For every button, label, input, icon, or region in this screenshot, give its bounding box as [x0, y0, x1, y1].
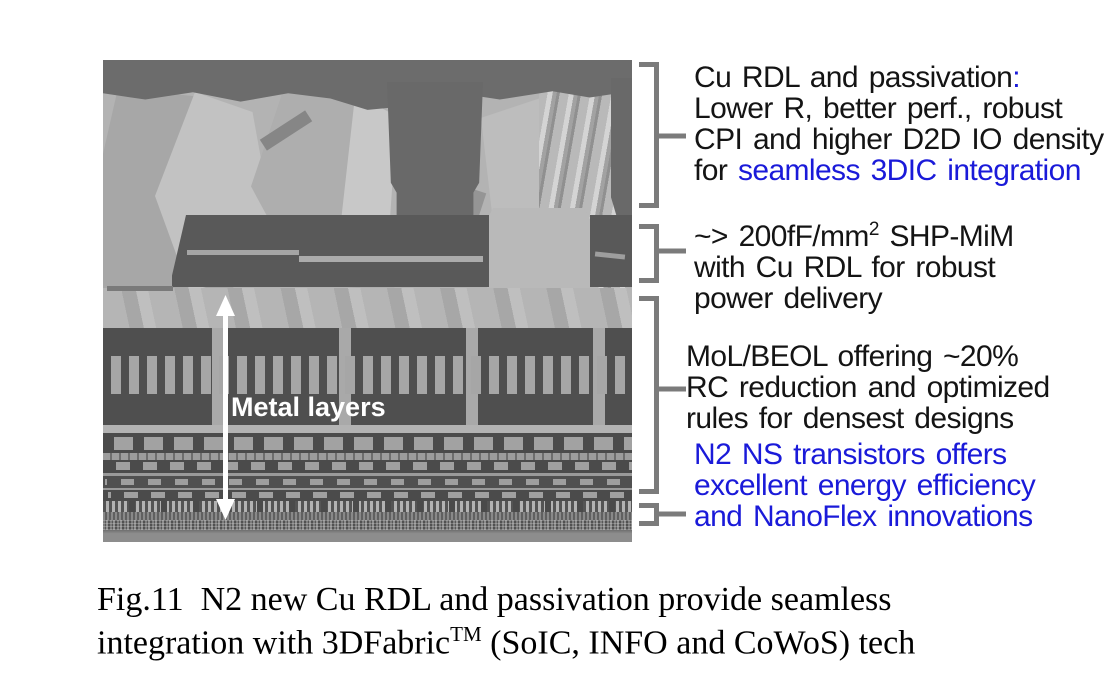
annotation-line: with Cu RDL for robust: [694, 251, 996, 284]
metal-row-2-slots: [103, 437, 632, 450]
bracket-shp-mim: [639, 224, 686, 283]
metal-row-4-slots: [103, 479, 632, 485]
mol-fine-row: [103, 501, 632, 512]
sem-cross-section-image: Metal layers: [103, 60, 632, 542]
mim-thin-extension: [107, 286, 173, 291]
annotation-n2-ns: N2 NS transistors offers excellent energ…: [694, 438, 1036, 533]
transistor-fine-row: [103, 512, 632, 520]
mim-dielectric-line: [299, 256, 483, 262]
metal-layers-label: Metal layers: [231, 392, 386, 422]
annotation-line: Cu RDL and passivation:: [694, 61, 1021, 94]
annotation-line: excellent energy efficiency: [694, 469, 1036, 502]
annotation-shp-mim: ~> 200fF/mm2 SHP-MiM with Cu RDL for rob…: [694, 214, 1014, 314]
figure-caption: Fig.11 N2 new Cu RDL and passivation pro…: [97, 582, 915, 660]
cu-rdl-via-column: [487, 208, 590, 288]
annotation-cu-rdl: Cu RDL and passivation: Lower R, better …: [694, 61, 1104, 187]
transistor-fine-row: [103, 520, 632, 530]
annotation-line: Lower R, better perf., robust: [694, 92, 1063, 125]
metal-row-divider: [103, 473, 632, 476]
mim-dielectric-line: [187, 250, 299, 255]
caption-line: integration with 3DFabricTM (SoIC, INFO …: [97, 622, 916, 662]
caption-line: Fig.11 N2 new Cu RDL and passivation pro…: [97, 581, 892, 618]
metal-row-5-slots: [103, 492, 632, 498]
annotation-line: N2 NS transistors offers: [694, 438, 1007, 471]
top-metal-via-slots: [103, 356, 632, 394]
substrate-band: [103, 530, 632, 542]
annotation-line: MoL/BEOL offering ~20%: [686, 340, 1019, 373]
metal-row-divider: [103, 453, 632, 460]
annotation-line: ~> 200fF/mm2 SHP-MiM: [694, 219, 1014, 253]
shp-mim-band-right: [590, 215, 632, 287]
annotation-mol-beol: MoL/BEOL offering ~20% RC reduction and …: [686, 341, 1050, 434]
passivation-trench-right: [611, 78, 632, 220]
metal-row-divider: [103, 488, 632, 490]
annotation-line: RC reduction and optimized: [686, 371, 1050, 404]
passivation-trench: [387, 82, 483, 222]
annotation-line: rules for densest designs: [686, 402, 1014, 435]
bracket-cu-rdl: [639, 62, 686, 208]
annotation-line: CPI and higher D2D IO density: [694, 123, 1104, 156]
bracket-n2-ns: [639, 503, 686, 526]
annotation-line: and NanoFlex innovations: [694, 500, 1033, 533]
annotation-line: for seamless 3DIC integration: [694, 154, 1081, 187]
metal-row-3-slots: [103, 462, 632, 470]
bracket-mol-beol: [639, 296, 686, 494]
inter-layer-grain-strip: [103, 288, 632, 328]
annotation-line: power delivery: [694, 282, 883, 315]
